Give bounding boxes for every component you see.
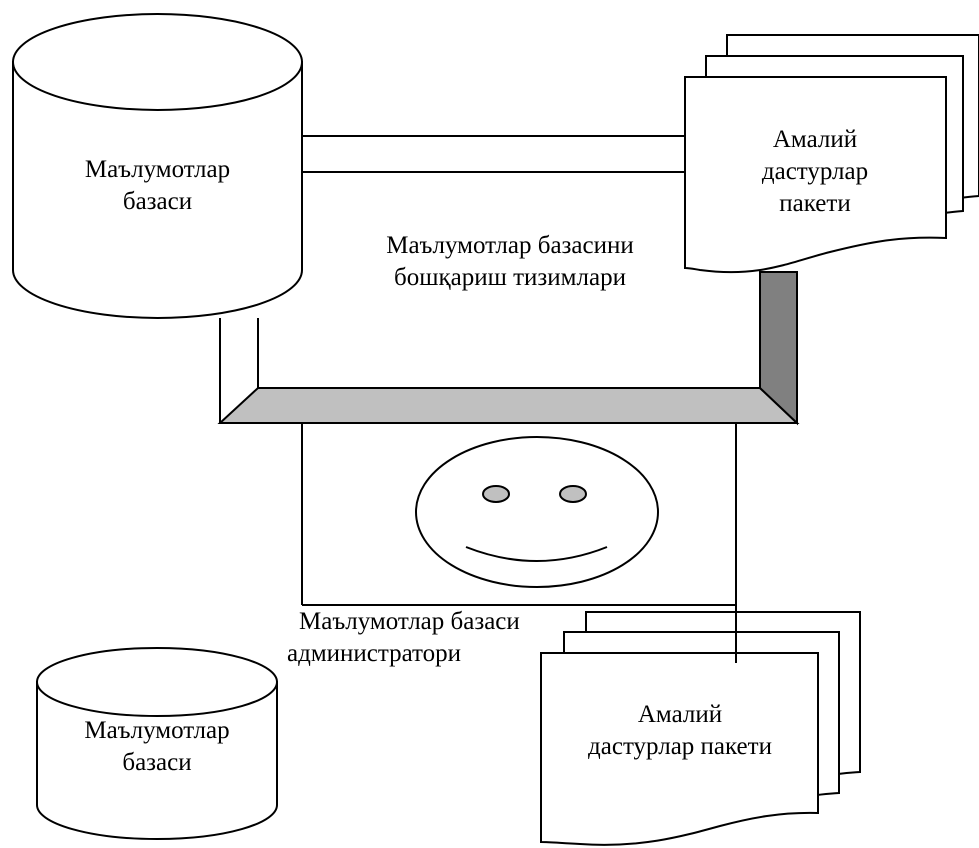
smiley-left-eye [482,485,510,503]
database-cylinder-bottom [36,647,278,840]
db-top-label-line2: базаси [122,188,193,215]
dbms-frame-bottom-bevel [217,387,800,424]
dbms-frame [217,271,800,426]
dbms-label-line1: Маълумотлар базасини [386,232,634,259]
application-package-top [684,34,979,274]
db-bottom-label: Маълумотлар базаси [37,715,277,779]
admin-label-line2: администратори [287,640,462,667]
app-top-label-line3: пакети [779,190,851,217]
admin-label-line1: Маълумотлар базаси [299,608,520,635]
dbms-label-line2: бошқариш тизимлари [394,264,626,291]
app-top-label: Амалий дастурлар пакети [695,124,935,220]
smiley-mouth [465,546,608,562]
db-bottom-label-line2: базаси [122,749,192,776]
app-bottom-label-line1: Амалий [637,701,723,728]
app-bottom-label-line2: дастурлар пакети [588,733,772,760]
database-cylinder-top [12,13,303,319]
db-top-label-line1: Маълумотлар [84,156,231,183]
app-top-label-line1: Амалий [772,126,858,153]
administrator-smiley-icon [415,436,659,588]
app-bottom-label: Амалий дастурлар пакети [546,699,814,763]
dbms-label: Маълумотлар базасини бошқариш тизимлари [330,230,690,294]
smiley-right-eye [559,485,587,503]
admin-label: Маълумотлар базаси администратори [287,606,607,670]
app-top-label-line2: дастурлар [761,158,869,185]
application-package-bottom [540,611,861,846]
dbms-frame-right-bevel [759,271,798,426]
db-top-label: Маълумотлар базаси [13,154,302,218]
db-bottom-label-line1: Маълумотлар [84,717,230,744]
